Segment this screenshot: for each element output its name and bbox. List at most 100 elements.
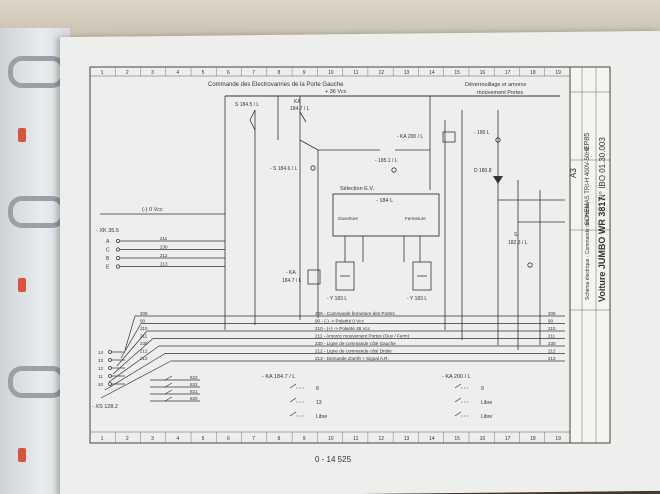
xk-pin-letter: B — [106, 256, 110, 262]
box-selection-ev — [332, 193, 440, 237]
grid-number-top: 15 — [454, 70, 460, 76]
title-block-code: N° IBO 01.30.003 — [598, 137, 607, 200]
xs-pin-number: 13 — [98, 358, 104, 363]
title-block-main: Voiture JUMBO WR 3817 — [597, 197, 607, 302]
binder-tab — [18, 448, 26, 462]
header-title: Commande des Electrovannes de la Porte G… — [208, 82, 344, 88]
title-block-ep: EP85 — [584, 133, 591, 150]
bus-line-label: 90 - (-) -> Polarité 0 Vcc — [315, 319, 365, 324]
page-reference: 0 - 14 525 — [315, 455, 352, 464]
xs-pin-number: 14 — [98, 350, 104, 355]
bus-36v-label: + 36 Vcc — [325, 89, 347, 95]
bus-0v-label: (-) 0 Vcc — [142, 207, 163, 213]
bus-line-number: 209 — [140, 311, 148, 316]
bus-line-number: 210 — [140, 326, 148, 331]
label-s1846: - S 184.6 / L — [270, 166, 297, 172]
grid-number-top: 11 — [353, 70, 358, 76]
contact-row-label: Libre — [316, 414, 327, 420]
bus-line-number: 212 — [140, 349, 148, 354]
bus-line-label: 209 - Commande fermeture des Portes — [315, 311, 395, 316]
grid-number-top: 14 — [429, 70, 435, 76]
label-ka1847-top-b: 184.7 / L — [290, 106, 310, 112]
bus-line-number: 90 — [140, 319, 146, 324]
bus-line-label: 213 - Demande d'arrêt + Signal A.R. — [315, 356, 389, 361]
label-s1823-b: 182.3 / L — [508, 240, 528, 246]
grid-number-top: 18 — [530, 70, 536, 76]
grid-number-bottom: 6 — [227, 436, 230, 442]
label-ka200: - KA 200 / L — [397, 134, 423, 140]
grid-number-top: 4 — [176, 70, 179, 76]
bus-line-number: 230 — [140, 341, 148, 346]
grid-number-bottom: 5 — [202, 436, 205, 442]
header-right-2: mouvement Portes — [477, 90, 523, 96]
bus-line-ref: 230 — [548, 341, 556, 346]
contact-row-label: 8 — [316, 386, 319, 392]
label-s1851: - 185.1 / L — [375, 158, 398, 164]
grid-number-top: 6 — [227, 70, 230, 76]
coil-ka1847 — [307, 269, 321, 285]
contact-row-label: Libre — [481, 400, 492, 406]
grid-number-top: 9 — [303, 70, 306, 76]
bus-line-label: 211 - Amorce mouvement Portes (Ouv / Fer… — [315, 334, 410, 339]
grid-number-top: 16 — [480, 70, 486, 76]
xk-wire-number: 230 — [160, 245, 168, 250]
grid-number-bottom: 1 — [101, 436, 104, 442]
label-xk: - XK 35.5 — [96, 228, 119, 234]
grid-number-bottom: 12 — [379, 436, 385, 442]
label-ka1847-top: KA — [294, 99, 301, 105]
xk-pin-letter: E — [106, 265, 110, 271]
grid-number-top: 12 — [379, 70, 385, 76]
grid-number-bottom: 14 — [429, 436, 435, 442]
grid-number-bottom: 3 — [151, 436, 154, 442]
xk-wire-number: 211 — [160, 236, 168, 241]
switch-s1845 — [249, 109, 256, 131]
grid-number-top: 13 — [404, 70, 410, 76]
grid-number-top: 17 — [505, 70, 511, 76]
binder-tab — [18, 278, 26, 292]
label-selection: Sélection E.V. — [340, 186, 375, 192]
label-s1845: S 184.5 / L — [235, 102, 259, 108]
grid-number-bottom: 17 — [505, 436, 511, 442]
grid-number-bottom: 10 — [328, 436, 334, 442]
xs-pin-number: 12 — [98, 366, 104, 371]
grid-number-top: 3 — [151, 70, 154, 76]
grid-number-top: 19 — [555, 70, 561, 76]
bus-line-label: 212 - Ligne de commande côté Droite — [315, 349, 392, 354]
contact-ka1847-title: - KA 184.7 / L — [262, 374, 295, 380]
bus-line-ref: 210 — [548, 326, 556, 331]
grid-number-bottom: 4 — [176, 436, 179, 442]
xs-pin-number: 11 — [98, 374, 103, 379]
symbol-s1851 — [391, 167, 397, 173]
relay-ka200 — [442, 131, 456, 143]
xk-wire-number: 213 — [160, 262, 168, 267]
grid-number-bottom: 18 — [530, 436, 536, 442]
bus-line-ref: 213 — [548, 356, 556, 361]
bus-line-ref: 90 — [548, 319, 554, 324]
label-d1801: D 180.8 — [474, 168, 492, 174]
grid-number-top: 7 — [252, 70, 255, 76]
label-s1801: - 180 L — [474, 130, 490, 136]
bus-line-ref: 211 — [548, 334, 556, 339]
title-block-sub: SCHEMAS TRI-H 400V-50Hz — [585, 146, 591, 225]
grid-number-top: 2 — [126, 70, 129, 76]
grid-number-top: 10 — [328, 70, 334, 76]
grid-number-bottom: 11 — [353, 436, 358, 442]
xk-pin-letter: C — [106, 248, 110, 254]
label-ka1847-mid-b: 184.7 / L — [282, 278, 302, 284]
grid-number-top: 1 — [101, 70, 104, 76]
contact-ka200-title: - KA 200 / L — [442, 374, 471, 380]
label-s184l: - 184 L — [376, 198, 393, 204]
bus-line-label: 210 - (+) -> Polarité 36 Vcc — [315, 326, 371, 331]
label-y183a: - Y 183 L — [327, 296, 347, 302]
valve-y183-a — [335, 236, 364, 291]
symbol-s1823 — [527, 262, 533, 268]
grid-number-top: 8 — [277, 70, 280, 76]
bus-line-number: 211 — [140, 334, 148, 339]
label-ka1847-mid: - KA — [286, 270, 296, 276]
